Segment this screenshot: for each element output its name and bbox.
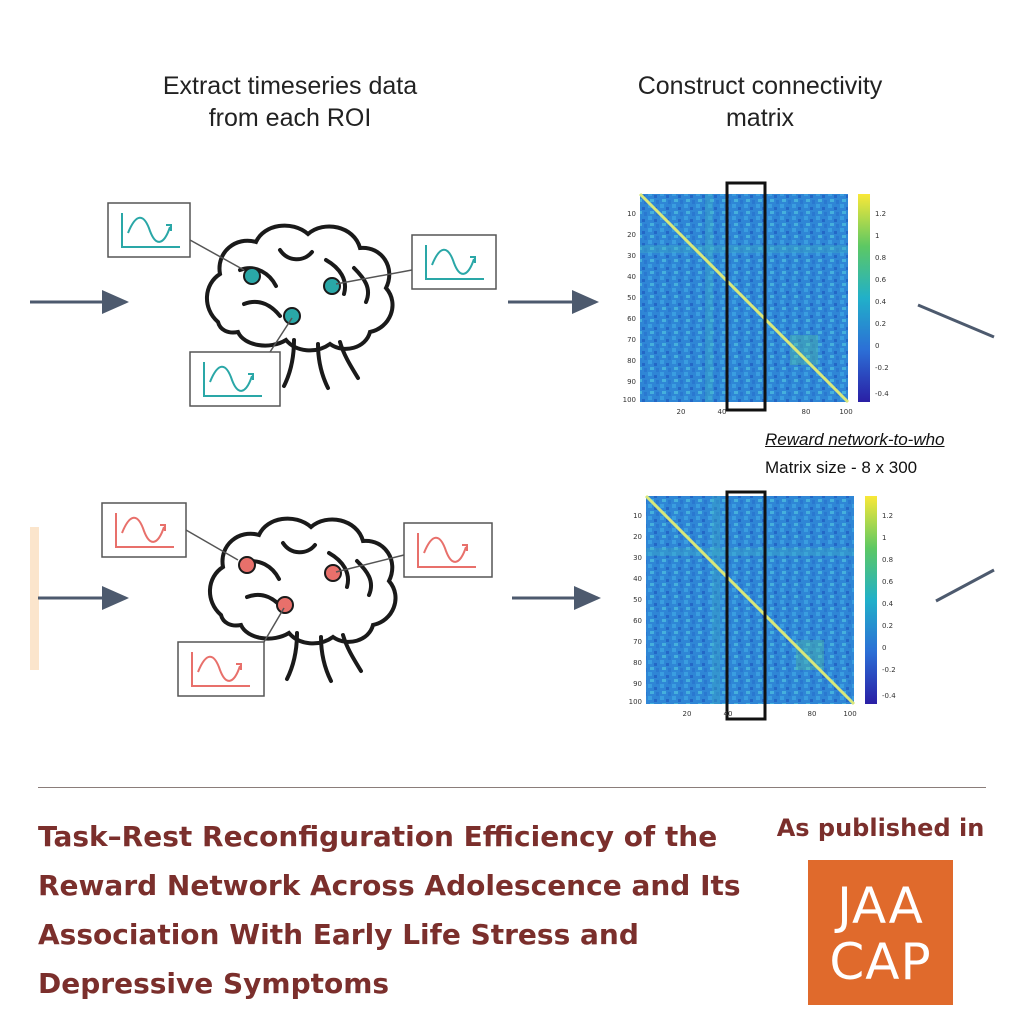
cbar-tick: 1.2 xyxy=(875,210,886,218)
cbar-tick: 0.2 xyxy=(875,320,886,328)
y-tick: 10 xyxy=(633,512,642,520)
y-tick: 80 xyxy=(633,659,642,667)
journal-logo: JAA CAP xyxy=(808,860,953,1005)
heading-extract-line1: Extract timeseries data xyxy=(162,72,418,100)
connectivity-matrix-bottom: 10 20 30 40 50 60 70 80 90 100 20 40 80 … xyxy=(629,490,896,721)
y-tick: 60 xyxy=(627,315,636,323)
matrix-bottom-x-ticks: 20 40 80 100 xyxy=(683,710,857,718)
x-tick: 100 xyxy=(843,710,856,718)
logo-line-1: JAA xyxy=(837,877,924,935)
timeseries-icon-bottom-1 xyxy=(101,502,187,558)
cbar-tick: -0.4 xyxy=(875,390,889,398)
heading-construct-line2: matrix xyxy=(725,104,795,132)
y-tick: 90 xyxy=(633,680,642,688)
left-accent-bar xyxy=(30,527,39,670)
brain-icon-bottom xyxy=(207,516,398,683)
cbar-tick: 0.8 xyxy=(882,556,893,564)
matrix-bottom-colorbar-ticks: 1.2 1 0.8 0.6 0.4 0.2 0 -0.2 -0.4 xyxy=(882,512,896,700)
y-tick: 50 xyxy=(627,294,636,302)
matrix-bottom-y-ticks: 10 20 30 40 50 60 70 80 90 100 xyxy=(629,512,642,706)
y-tick: 20 xyxy=(627,231,636,239)
x-tick: 20 xyxy=(683,710,692,718)
cbar-tick: 0 xyxy=(882,644,886,652)
pipeline-diagram: 10 20 30 40 50 60 70 80 90 100 20 40 80 … xyxy=(30,181,995,721)
logo-line-2: CAP xyxy=(829,933,932,991)
heading-extract: Extract timeseries data from each ROI xyxy=(120,70,460,134)
timeseries-icon-top-1 xyxy=(107,202,191,258)
published-label: As published in xyxy=(776,814,985,842)
y-tick: 80 xyxy=(627,357,636,365)
timeseries-icon-bottom-3 xyxy=(177,641,265,697)
y-tick: 40 xyxy=(633,575,642,583)
y-tick: 40 xyxy=(627,273,636,281)
cbar-tick: -0.4 xyxy=(882,692,896,700)
cbar-tick: 1 xyxy=(882,534,886,542)
x-tick: 40 xyxy=(724,710,733,718)
matrix-top-x-ticks: 20 40 80 100 xyxy=(677,408,853,416)
y-tick: 100 xyxy=(629,698,642,706)
y-tick: 10 xyxy=(627,210,636,218)
heading-construct-line1: Construct connectivity xyxy=(637,72,883,100)
x-tick: 80 xyxy=(802,408,811,416)
x-tick: 100 xyxy=(839,408,852,416)
arrow-top-right xyxy=(917,303,995,339)
timeseries-icon-top-2 xyxy=(411,234,497,290)
cbar-tick: 0.4 xyxy=(882,600,894,608)
matrix-size-label: Matrix size - 8 x 300 xyxy=(765,458,918,477)
y-tick: 90 xyxy=(627,378,636,386)
x-tick: 40 xyxy=(718,408,727,416)
x-tick: 80 xyxy=(808,710,817,718)
timeseries-icon-bottom-2 xyxy=(403,522,493,578)
heading-construct: Construct connectivity matrix xyxy=(590,70,930,134)
y-tick: 70 xyxy=(627,336,636,344)
matrix-top-y-ticks: 10 20 30 40 50 60 70 80 90 100 xyxy=(623,210,636,404)
cbar-tick: 0.2 xyxy=(882,622,893,630)
reward-network-label: Reward network-to-who xyxy=(765,430,945,449)
cbar-tick: 1 xyxy=(875,232,879,240)
cbar-tick: -0.2 xyxy=(875,364,889,372)
connectivity-matrix-top: 10 20 30 40 50 60 70 80 90 100 20 40 80 … xyxy=(623,181,889,416)
arrow-bottom-right xyxy=(935,568,995,603)
y-tick: 30 xyxy=(633,554,642,562)
y-tick: 30 xyxy=(627,252,636,260)
cbar-tick: 1.2 xyxy=(882,512,893,520)
y-tick: 70 xyxy=(633,638,642,646)
brain-icon-top xyxy=(204,223,395,390)
y-tick: 60 xyxy=(633,617,642,625)
y-tick: 50 xyxy=(633,596,642,604)
cbar-tick: 0.8 xyxy=(875,254,886,262)
cbar-tick: 0.6 xyxy=(875,276,887,284)
cbar-tick: -0.2 xyxy=(882,666,896,674)
cbar-tick: 0 xyxy=(875,342,879,350)
y-tick: 20 xyxy=(633,533,642,541)
x-tick: 20 xyxy=(677,408,686,416)
cbar-tick: 0.6 xyxy=(882,578,894,586)
paper-title: Task–Rest Reconfiguration Efficiency of … xyxy=(38,820,741,1000)
heading-extract-line2: from each ROI xyxy=(208,104,372,132)
y-tick: 100 xyxy=(623,396,636,404)
divider xyxy=(38,787,986,788)
timeseries-icon-top-3 xyxy=(189,351,281,407)
cbar-tick: 0.4 xyxy=(875,298,887,306)
matrix-top-colorbar-ticks: 1.2 1 0.8 0.6 0.4 0.2 0 -0.2 -0.4 xyxy=(875,210,889,398)
